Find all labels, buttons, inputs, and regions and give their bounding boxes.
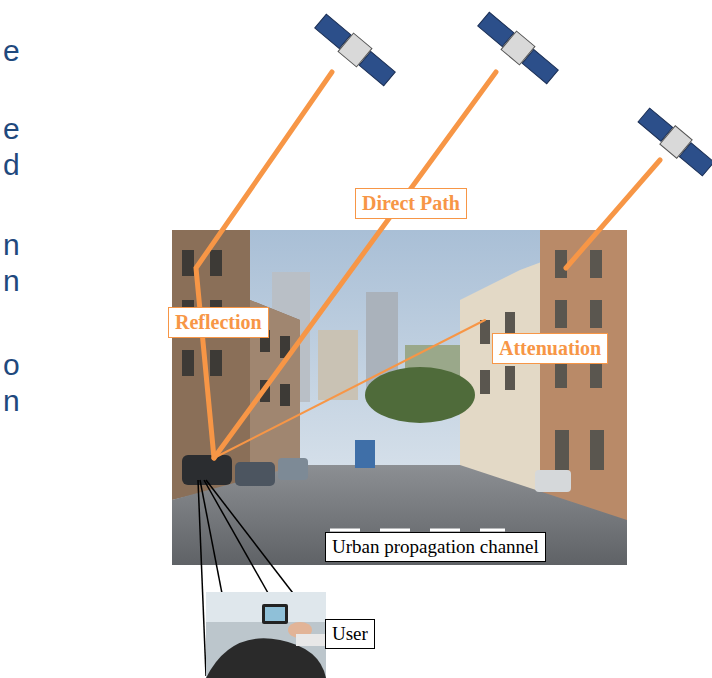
slide-text-fragment: d [3,150,20,180]
path-label-box: Direct Path [355,188,467,219]
slide-text-fragment: e [3,36,20,66]
box-text: Urban propagation channel [332,536,539,558]
caption-box: Urban propagation channel [325,532,546,562]
satellite [476,10,560,86]
street-photo [172,230,627,565]
caption-box: User [325,619,375,649]
satellite [636,106,712,178]
slide-text-fragment: n [3,386,20,416]
box-text: User [332,623,368,645]
satellite [313,12,397,88]
box-text: Direct Path [362,192,460,215]
slide-text-fragment: n [3,230,20,260]
signal-rays [196,72,660,458]
slide-text-fragment: n [3,266,20,296]
slide-text-fragment: o [3,350,20,380]
box-text: Reflection [175,311,262,334]
user-photo [206,592,326,678]
path-label-box: Attenuation [492,333,608,364]
slide-text-fragment: e [3,114,20,144]
path-label-box: Reflection [168,307,269,338]
box-text: Attenuation [499,337,601,360]
